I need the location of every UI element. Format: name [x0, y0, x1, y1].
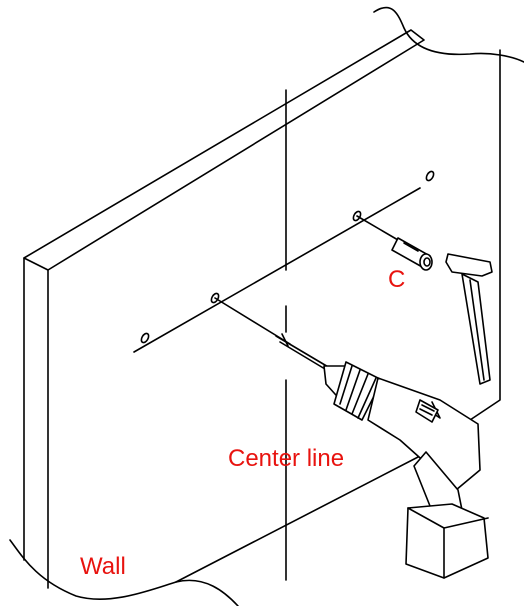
- mounting-line: [133, 170, 435, 353]
- room-curve-top: [373, 6, 524, 63]
- anchor-label: C: [388, 266, 406, 293]
- cordless-drill-icon: [275, 333, 489, 579]
- center-line-label: Center line: [228, 445, 345, 472]
- hammer-icon: [445, 253, 493, 385]
- wall-anchor-icon: [391, 237, 433, 271]
- wall-panel: [23, 29, 501, 589]
- room-curve-bottom: [9, 539, 239, 606]
- anchor-guide-line: [356, 215, 399, 241]
- wall-label: Wall: [80, 553, 126, 580]
- floor-line: [175, 455, 421, 583]
